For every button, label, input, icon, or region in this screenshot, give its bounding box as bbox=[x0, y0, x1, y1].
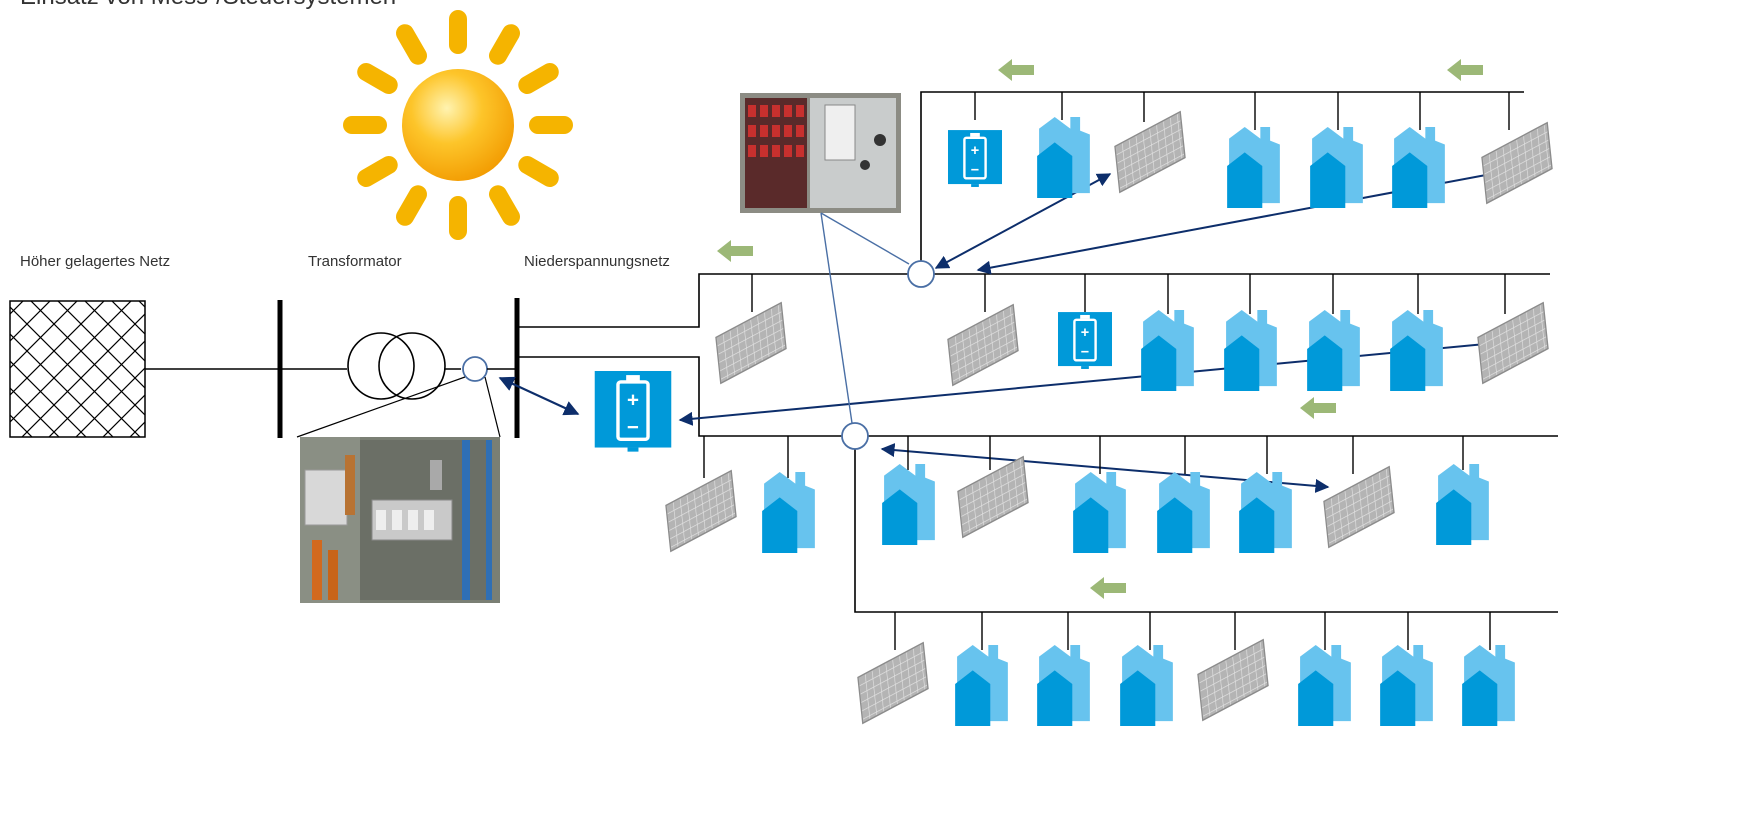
solar-panel-icon bbox=[715, 301, 787, 385]
house-icon bbox=[1227, 126, 1280, 208]
house-icon bbox=[1307, 309, 1360, 391]
solar-panel-icon bbox=[857, 641, 929, 725]
house-icon bbox=[1073, 471, 1126, 553]
house-icon bbox=[1037, 644, 1090, 726]
house-icon bbox=[1298, 644, 1351, 726]
comm-arrow bbox=[678, 334, 1530, 426]
house-icon bbox=[955, 644, 1008, 726]
measurement-node-icon bbox=[462, 356, 488, 382]
flow-arrow-icon bbox=[1090, 577, 1126, 599]
house-icon bbox=[1436, 463, 1489, 545]
flow-arrow-icon bbox=[998, 59, 1034, 81]
label-transformer: Transformator bbox=[308, 253, 402, 270]
flow-arrow-icon bbox=[717, 240, 753, 262]
house-icon bbox=[1390, 309, 1443, 391]
measurement-node-icon bbox=[907, 260, 935, 288]
solar-panel-icon bbox=[1197, 638, 1269, 722]
upstream-grid-box bbox=[9, 300, 146, 438]
solar-panel-icon bbox=[665, 469, 737, 553]
comm-arrow bbox=[498, 376, 580, 416]
solar-panel-icon bbox=[1481, 121, 1553, 205]
solar-panel-icon bbox=[957, 455, 1029, 539]
label-low-voltage-grid: Niederspannungsnetz bbox=[524, 253, 670, 270]
solar-panel-icon bbox=[1323, 465, 1395, 549]
house-icon bbox=[1120, 644, 1173, 726]
house-icon bbox=[1392, 126, 1445, 208]
measurement-node-icon bbox=[841, 422, 869, 450]
diagram-title: Einsatz von Mess-/Steuersystemen bbox=[20, 0, 396, 10]
battery-icon bbox=[592, 369, 674, 454]
solar-panel-icon bbox=[947, 303, 1019, 387]
house-icon bbox=[1157, 471, 1210, 553]
photo-device-cabinet bbox=[740, 93, 901, 213]
battery-icon bbox=[946, 128, 1004, 189]
house-icon bbox=[762, 471, 815, 553]
solar-panel-icon bbox=[1114, 110, 1186, 194]
sun-icon bbox=[343, 10, 573, 240]
house-icon bbox=[1224, 309, 1277, 391]
house-icon bbox=[1380, 644, 1433, 726]
battery-icon bbox=[1056, 310, 1114, 371]
photo-transformer-station bbox=[300, 437, 500, 603]
transformer-icon bbox=[347, 332, 446, 400]
house-icon bbox=[1037, 116, 1090, 198]
house-icon bbox=[1141, 309, 1194, 391]
flow-arrow-icon bbox=[1447, 59, 1483, 81]
label-upstream-grid: Höher gelagertes Netz bbox=[20, 253, 170, 270]
house-icon bbox=[1462, 644, 1515, 726]
flow-arrow-icon bbox=[1300, 397, 1336, 419]
house-icon bbox=[1310, 126, 1363, 208]
house-icon bbox=[882, 463, 935, 545]
solar-panel-icon bbox=[1477, 301, 1549, 385]
